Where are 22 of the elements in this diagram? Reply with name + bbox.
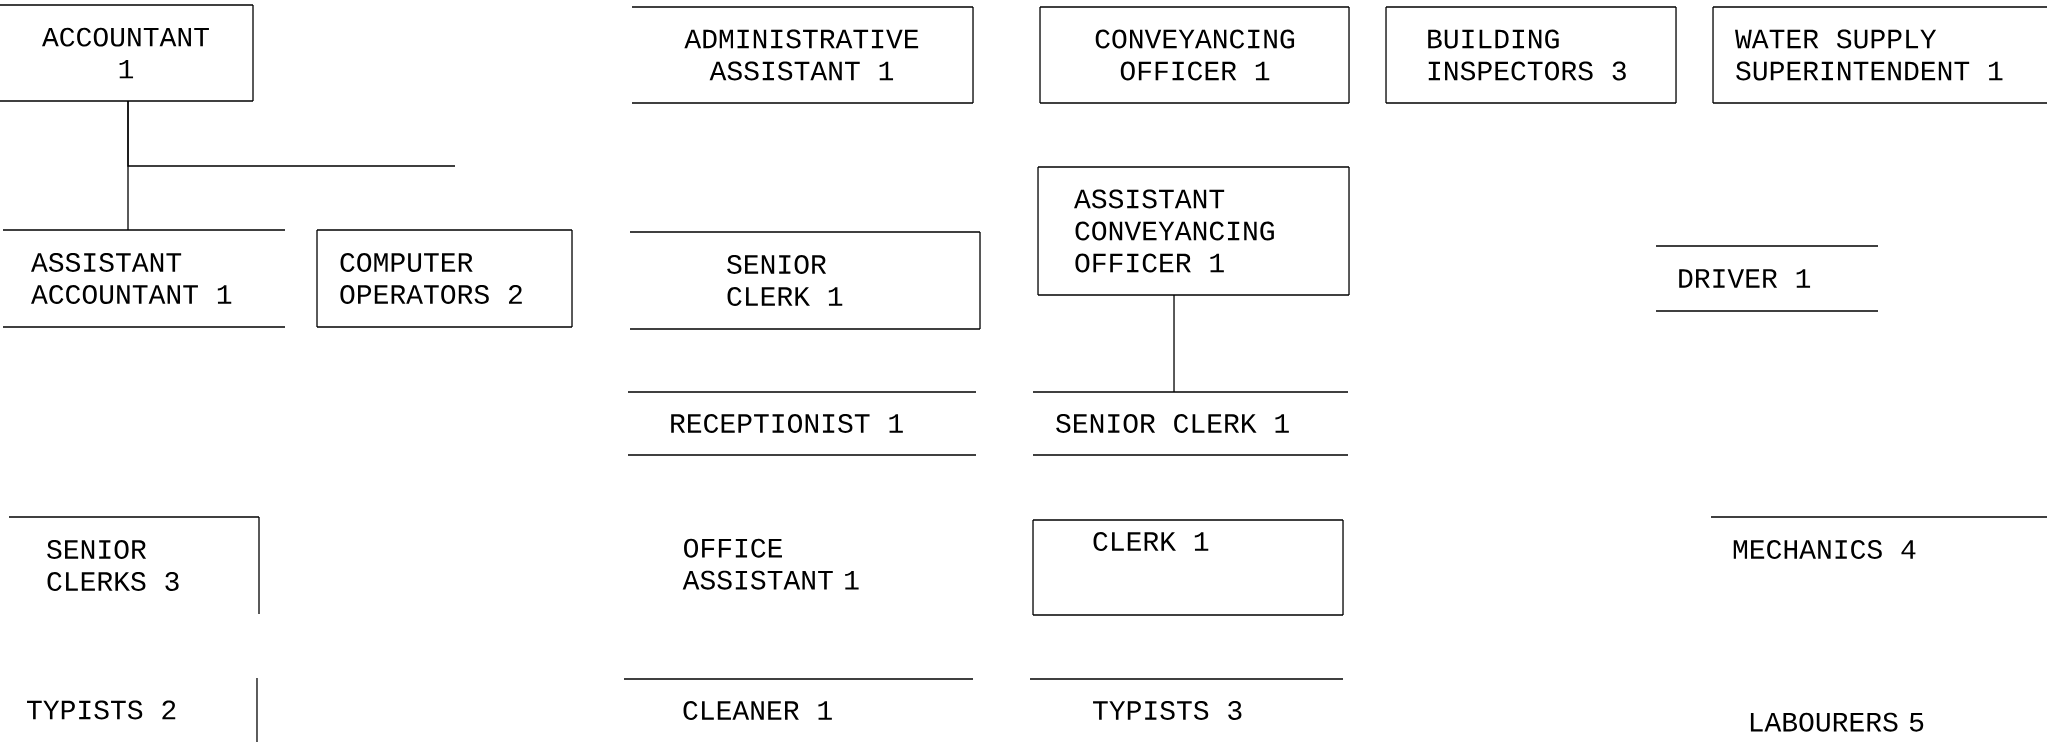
- org-box: COMPUTER OPERATORS 2: [316, 229, 573, 328]
- position-label: OFFICE ASSISTANT 1: [682, 538, 859, 590]
- org-box: SENIOR CLERK 1: [629, 231, 981, 330]
- org-box: SENIOR CLERKS 3: [8, 516, 260, 615]
- org-box: DRIVER 1: [1655, 245, 1879, 312]
- org-box: SENIOR CLERK 1: [1032, 391, 1349, 456]
- org-box: WATER SUPPLY SUPERINTENDENT 1: [1712, 6, 2048, 104]
- org-box: ACCOUNTANT 1: [0, 4, 254, 102]
- position-label: LABOURERS 5: [1750, 712, 1924, 732]
- org-box: ASSISTANT CONVEYANCING OFFICER 1: [1037, 166, 1350, 296]
- org-box: TYPISTS 3: [1029, 678, 1344, 720]
- org-box: CLERK 1: [1032, 519, 1344, 616]
- connector-line: [1173, 294, 1175, 393]
- org-box: CLEANER 1: [623, 678, 974, 720]
- org-box: BUILDING INSPECTORS 3: [1385, 6, 1677, 104]
- org-box: ADMINISTRATIVE ASSISTANT 1: [631, 6, 974, 104]
- org-box: ASSISTANT ACCOUNTANT 1: [2, 229, 286, 328]
- org-box: RECEPTIONIST 1: [627, 391, 977, 456]
- connector-line: [127, 100, 456, 167]
- org-box: TYPISTS 2: [27, 677, 258, 742]
- org-box: CONVEYANCING OFFICER 1: [1039, 6, 1350, 104]
- org-box: MECHANICS 4: [1710, 516, 2048, 559]
